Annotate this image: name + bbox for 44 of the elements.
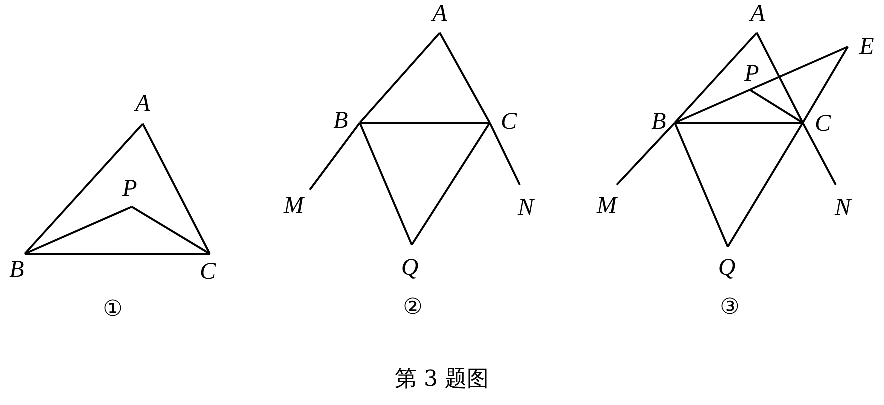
line-segment [727, 122, 804, 248]
point-label: A [432, 2, 448, 26]
line-segment [802, 46, 849, 124]
line-segment [674, 32, 758, 124]
line-segment [489, 122, 521, 186]
point-label: C [501, 110, 517, 134]
line-segment [131, 206, 211, 255]
line-segment [25, 253, 210, 255]
point-label: B [652, 110, 666, 134]
point-label: B [334, 109, 348, 133]
point-label: M [284, 194, 304, 218]
point-label: C [200, 260, 216, 284]
point-label: B [10, 258, 24, 282]
figure-caption: 第 3 题图 [395, 367, 489, 393]
line-segment [616, 122, 676, 186]
line-segment [674, 46, 848, 124]
point-label: Q [718, 256, 736, 280]
line-segment [439, 32, 491, 124]
point-label: P [744, 62, 760, 86]
line-segment [674, 122, 729, 248]
line-segment [675, 122, 803, 124]
point-label: E [860, 35, 874, 59]
line-segment [142, 124, 211, 254]
point-label: Q [401, 256, 419, 280]
point-label: P [122, 177, 138, 201]
line-segment [411, 122, 491, 246]
figure-number: ① [103, 298, 123, 322]
line-segment [24, 123, 144, 255]
point-label: N [835, 196, 851, 220]
line-segment [24, 206, 132, 255]
point-label: A [136, 92, 150, 116]
line-segment [359, 122, 413, 246]
line-segment [749, 89, 804, 124]
line-segment [360, 122, 490, 124]
figure-number: ③ [720, 296, 740, 320]
point-label: N [518, 196, 534, 220]
line-segment [802, 122, 837, 186]
line-segment [359, 32, 441, 124]
point-label: A [750, 2, 766, 26]
line-segment [309, 122, 361, 191]
line-segment [756, 32, 804, 124]
figure-number: ② [403, 296, 423, 320]
point-label: M [597, 194, 617, 218]
point-label: C [815, 112, 831, 136]
